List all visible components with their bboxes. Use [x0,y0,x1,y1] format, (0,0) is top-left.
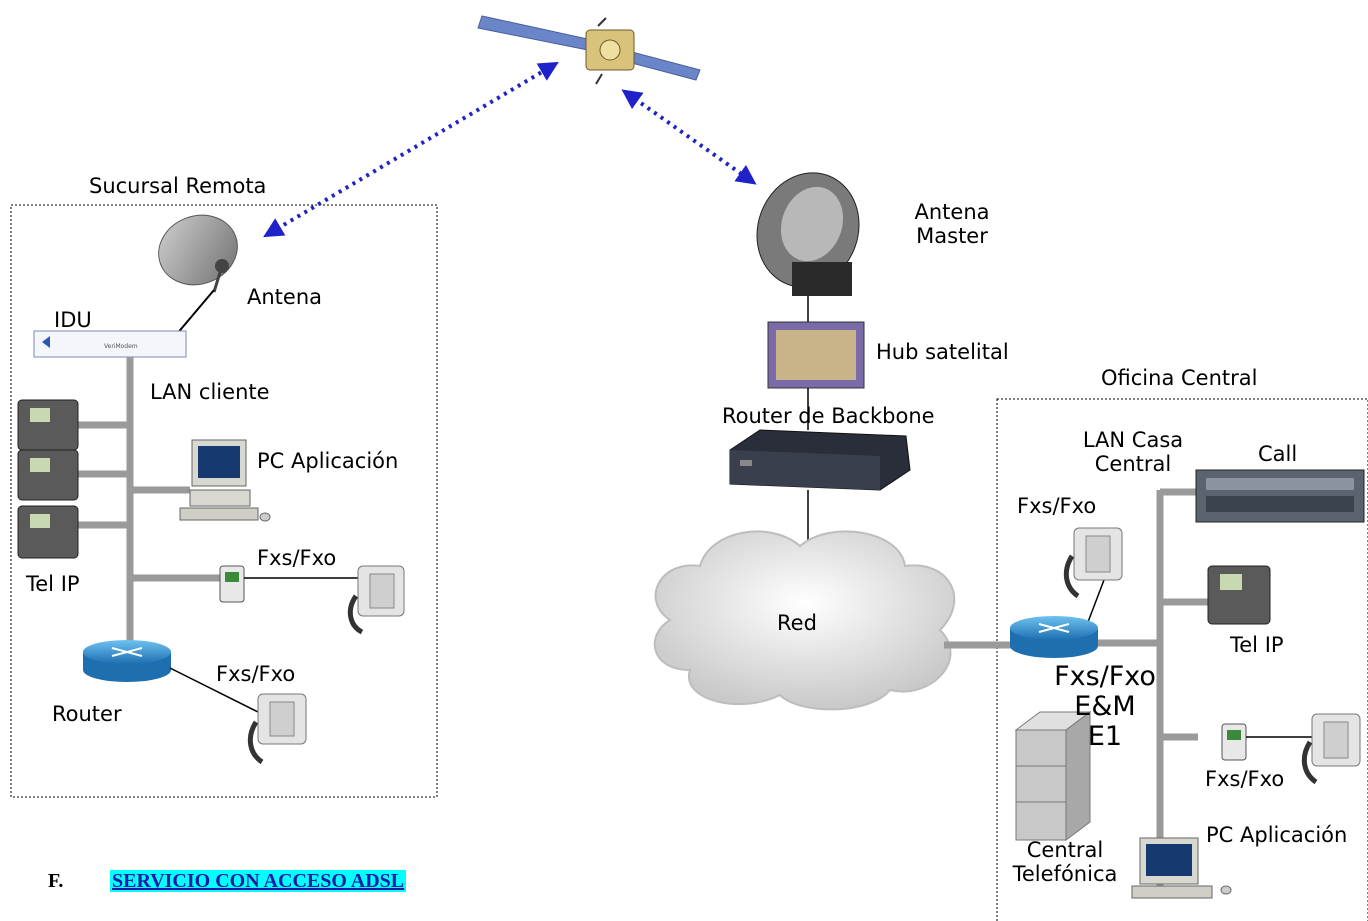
central-fxs-label-2: Fxs/Fxo [1205,767,1285,791]
remote-router-icon [83,640,171,682]
analog-phone-icon [347,565,405,635]
network-cloud [653,530,956,711]
master-antenna-icon [756,172,860,296]
ip-phone-icon [1207,565,1271,625]
remote-ata-icon [219,565,245,603]
central-fxs-label-1: Fxs/Fxo [1017,494,1097,518]
remote-lan-label: LAN cliente [150,380,270,404]
central-office-title: Oficina Central [1101,366,1258,390]
central-pc-icon [1131,837,1232,899]
remote-fxs-label-1: Fxs/Fxo [257,546,337,570]
analog-phone-icon [1063,527,1123,599]
analog-phone-icon [247,693,307,765]
section-title: SERVICIO CON ACCESO ADSL [110,870,407,892]
section-letter: F. [48,870,64,892]
central-router-icon [1010,616,1098,658]
satellite-icon [477,15,701,85]
idu-label: IDU [54,308,92,332]
central-ipphone-label: Tel IP [1230,633,1284,657]
remote-ipphone-label: Tel IP [26,572,80,596]
call-label: Call [1258,442,1298,466]
backbone-router-label: Router de Backbone [722,404,935,428]
ip-phone-icon [17,399,79,559]
analog-phone-icon [1301,713,1361,785]
backbone-router-icon [729,429,911,491]
network-label: Red [777,611,817,635]
remote-router-label: Router [52,702,122,726]
remote-pc-label: PC Aplicación [257,449,399,473]
remote-antenna-label: Antena [247,285,323,309]
remote-branch-title: Sucursal Remota [89,174,267,198]
svg-text:VeriModem: VeriModem [104,343,138,350]
master-antenna-label: Antena Master [914,200,990,248]
remote-pc-icon [179,439,271,522]
satellite-link-remote [263,61,559,238]
router-phone-line [169,667,259,713]
central-ata-icon [1221,723,1247,761]
trunks-label: Fxs/Fxo E&M E1 [1054,661,1156,752]
central-lan-bus [1096,488,1210,895]
central-pc-label: PC Aplicación [1206,823,1348,847]
remote-branch-enclosure [10,204,438,798]
idu-device: VeriModem [33,330,187,358]
pbx-label: Central Telefónica [1012,838,1118,886]
satellite-link-master [621,89,757,185]
remote-fxs-label-2: Fxs/Fxo [216,662,296,686]
hub-satellite-label: Hub satelital [876,340,1009,364]
remote-antenna-icon [158,214,238,293]
central-lan-label: LAN Casa Central [1082,428,1184,476]
hub-satellite-icon [767,321,865,389]
router-fxs-line [1087,579,1105,623]
section-heading: F. SERVICIO CON ACCESO ADSL [48,870,407,893]
pbx-icon [1014,711,1092,841]
call-server-icon [1195,469,1365,523]
central-office-enclosure [996,398,1368,921]
remote-lan-bus [78,357,220,650]
antenna-idu-cable [175,289,215,336]
